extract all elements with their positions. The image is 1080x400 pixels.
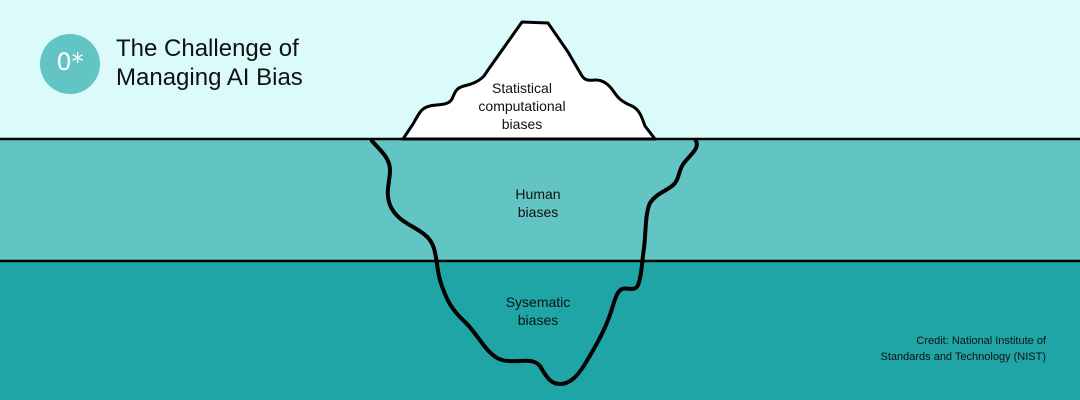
deep-water-band xyxy=(0,261,1080,400)
bottom-label-line-2: biases xyxy=(517,312,559,328)
middle-label-line-1: Human xyxy=(515,186,561,202)
title-line-1: The Challenge of xyxy=(116,35,299,62)
title-line-2: Managing AI Bias xyxy=(116,64,303,91)
credit-line-1: Credit: National Institute of xyxy=(916,335,1046,347)
bottom-label-line-1: Sysematic xyxy=(505,294,571,310)
logo-text: 0* xyxy=(56,48,84,76)
page-title: The Challenge of Managing AI Bias xyxy=(116,34,303,92)
iceberg-tip xyxy=(401,20,657,141)
tip-label: Statistical computational biases xyxy=(442,79,602,133)
tip-label-line-3: biases xyxy=(501,116,543,132)
upper-water-band xyxy=(0,139,1080,261)
credit-line-2: Standards and Technology (NIST) xyxy=(880,351,1047,363)
iceberg-submerged-outline xyxy=(370,139,699,386)
tip-label-line-2: computational xyxy=(478,98,566,114)
bottom-label: Sysematic biases xyxy=(458,293,618,329)
brand-logo: 0* xyxy=(40,34,100,94)
middle-label-line-2: biases xyxy=(517,204,559,220)
credit-note: Credit: National Institute of Standards … xyxy=(800,333,1047,365)
middle-label: Human biases xyxy=(458,185,618,221)
tip-label-line-1: Statistical xyxy=(492,80,552,96)
